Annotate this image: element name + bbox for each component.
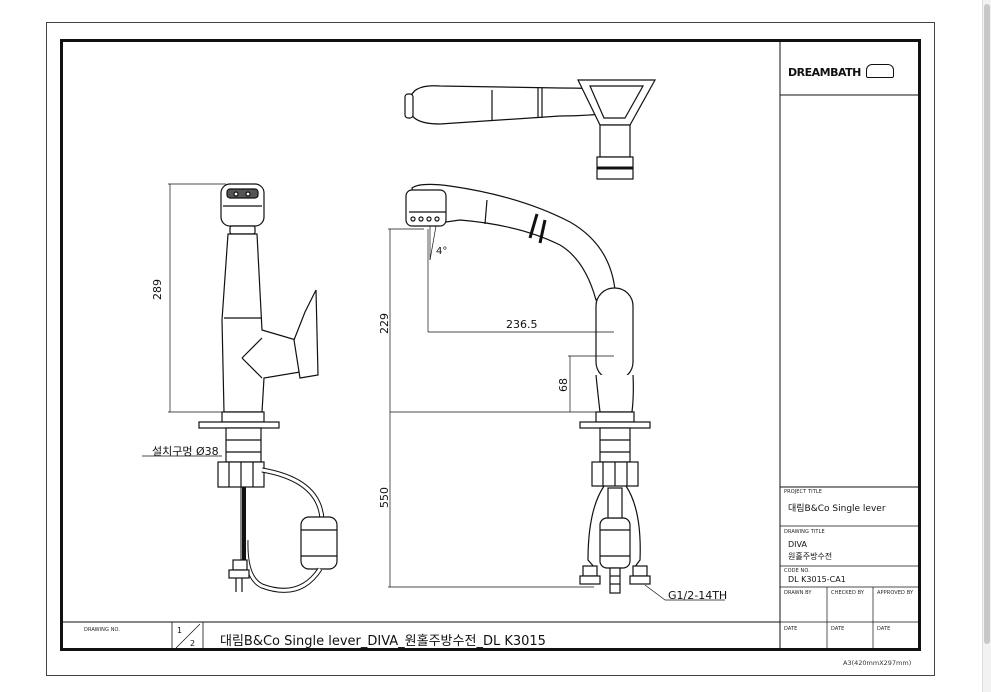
- hole-size-label: 설치구멍 Ø38: [152, 445, 219, 458]
- drawing-footer-title: 대림B&Co Single lever_DIVA_원홀주방수전_DL K3015: [220, 634, 546, 649]
- drawn-by-label: DRAWN BY: [784, 590, 812, 596]
- thread-label: G1/2-14TH: [668, 589, 728, 602]
- dim-spout-reach: 236.5: [506, 318, 538, 331]
- scrollbar-thumb[interactable]: [984, 4, 990, 644]
- code-label: CODE NO.: [784, 568, 810, 574]
- logo-text: DREAMBATH: [788, 66, 861, 79]
- drawing-title-label: DRAWING TITLE: [784, 529, 825, 535]
- dim-spray-angle: 4°: [436, 246, 448, 257]
- page-number: 1: [177, 626, 183, 635]
- front-dimension-lines: [388, 225, 725, 601]
- scrollbar[interactable]: [982, 0, 991, 692]
- drawing-no-label: DRAWING NO.: [84, 627, 121, 633]
- approved-by-label: APPROVED BY: [877, 590, 914, 596]
- project-title-label: PROJECT TITLE: [784, 489, 823, 495]
- front-view: [405, 183, 651, 594]
- dim-lever-height: 68: [557, 378, 570, 392]
- side-dimension-lines: [142, 183, 226, 457]
- date-label-3: DATE: [877, 626, 891, 632]
- side-view: [198, 183, 338, 593]
- code-number: DL K3015-CA1: [788, 575, 846, 584]
- bathtub-icon: [866, 64, 895, 78]
- title-block-lines: [62, 40, 921, 650]
- sheet-border: [46, 22, 935, 676]
- dim-hose-length: 550: [378, 487, 391, 508]
- project-title: 대림B&Co Single lever: [788, 504, 886, 514]
- brand-logo: DREAMBATH: [788, 64, 895, 79]
- paper-size: A3(420mmX297mm): [843, 659, 912, 667]
- drawing-title-en: DIVA: [788, 540, 807, 549]
- checked-by-label: CHECKED BY: [831, 590, 864, 596]
- dim-total-height: 289: [151, 279, 164, 300]
- page-total: 2: [190, 639, 196, 648]
- date-label-1: DATE: [784, 626, 798, 632]
- top-view: [404, 79, 657, 180]
- date-label-2: DATE: [831, 626, 845, 632]
- drawing-frame: [60, 39, 921, 651]
- drawing-title-ko: 원홀주방수전: [788, 552, 833, 561]
- dim-spout-height: 229: [378, 313, 391, 334]
